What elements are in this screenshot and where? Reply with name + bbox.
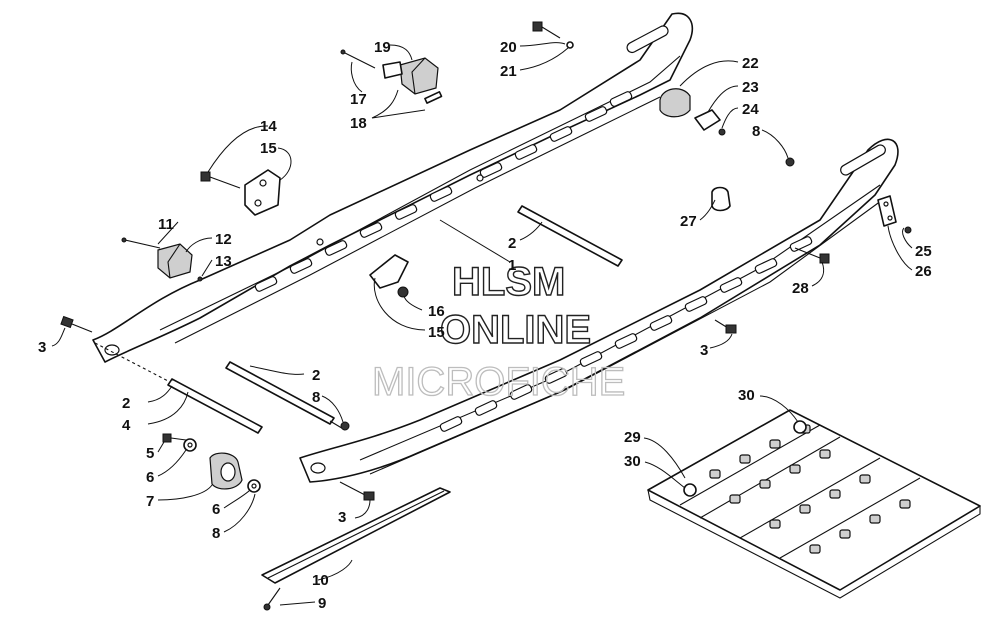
callout-10: 10 <box>312 572 329 589</box>
bolt-5 <box>162 433 187 443</box>
wear-strip-10 <box>261 487 451 584</box>
callout-17: 17 <box>350 91 367 108</box>
pin-17 <box>340 49 376 69</box>
callout-16: 16 <box>428 303 445 320</box>
washer-21 <box>566 41 574 49</box>
callout-4: 4 <box>122 417 131 434</box>
callout-1: 1 <box>508 257 516 274</box>
watermark-line2: ONLINE <box>440 308 591 352</box>
callout-6-b: 6 <box>212 501 220 518</box>
shaft-2-upper <box>517 205 623 267</box>
screw-25 <box>904 226 912 234</box>
bolt-3-left <box>60 315 93 333</box>
callout-13: 13 <box>215 253 232 270</box>
callout-12: 12 <box>215 231 232 248</box>
bracket-15-upper <box>244 169 281 216</box>
callout-29: 29 <box>624 429 641 446</box>
callout-26: 26 <box>915 263 932 280</box>
bolt-3-right <box>714 319 737 334</box>
watermark: HLSM ONLINE MICROFICHE <box>371 259 626 404</box>
washer-13 <box>197 276 203 282</box>
front-slide-rail-right <box>299 138 899 483</box>
callout-18: 18 <box>350 115 367 132</box>
callout-7: 7 <box>146 493 154 510</box>
track-clip-30b <box>793 420 807 434</box>
watermark-line1: HLSM <box>452 260 565 304</box>
bolt-3-lower <box>339 481 375 501</box>
callout-5: 5 <box>146 445 154 462</box>
bolt-28 <box>794 247 830 264</box>
pin-11 <box>121 237 161 249</box>
leader-lines <box>51 42 913 606</box>
callout-15-lower: 15 <box>428 324 445 341</box>
bracket-26 <box>877 195 897 227</box>
nut-8-right <box>785 157 795 167</box>
hardware-parts <box>60 21 912 611</box>
clip-18b <box>424 91 443 104</box>
track-clip-30a <box>683 483 697 497</box>
rear-axle-shafts <box>94 205 623 434</box>
callout-24: 24 <box>742 101 759 118</box>
spacer-23 <box>694 109 721 131</box>
callout-30-left: 30 <box>624 453 641 470</box>
bolt-20 <box>532 21 561 39</box>
callout-21: 21 <box>500 63 517 80</box>
callout-25: 25 <box>915 243 932 260</box>
callout-30-top: 30 <box>738 387 755 404</box>
screw-9 <box>263 587 281 611</box>
callout-3-left: 3 <box>38 339 46 356</box>
wheel-22 <box>659 88 691 118</box>
rear-slide-rail-left <box>92 12 694 363</box>
shaft-2-lower <box>225 361 335 425</box>
bolt-14 <box>200 171 241 189</box>
track-29 <box>647 409 981 599</box>
callout-8-right: 8 <box>752 123 760 140</box>
idler-wheel-7 <box>209 452 243 490</box>
nut-16 <box>397 286 409 298</box>
clip-18 <box>382 61 403 79</box>
callout-20: 20 <box>500 39 517 56</box>
callout-3-lower: 3 <box>338 509 346 526</box>
callout-22: 22 <box>742 55 759 72</box>
callout-19: 19 <box>374 39 391 56</box>
callout-28: 28 <box>792 280 809 297</box>
callout-2-upper: 2 <box>508 235 516 252</box>
block-12 <box>157 243 193 279</box>
callout-23: 23 <box>742 79 759 96</box>
nut-24 <box>718 128 726 136</box>
callout-2-lower: 2 <box>312 367 320 384</box>
spacer-27 <box>711 186 731 212</box>
callout-6-a: 6 <box>146 469 154 486</box>
callout-2-left: 2 <box>122 395 130 412</box>
callout-3-right: 3 <box>700 342 708 359</box>
bumper-19 <box>399 57 439 95</box>
watermark-line3: MICROFICHE <box>372 360 625 404</box>
callout-11: 11 <box>158 216 174 233</box>
callout-27: 27 <box>680 213 697 230</box>
shaft-4 <box>167 378 263 434</box>
bracket-15-lower <box>369 254 409 289</box>
callout-15-upper: 15 <box>260 140 277 157</box>
callout-9: 9 <box>318 595 326 612</box>
callout-8-mid: 8 <box>312 389 320 406</box>
callout-numbers: 19 17 18 20 21 22 23 24 8 14 15 11 12 13… <box>38 39 932 612</box>
nut-8 <box>340 421 350 431</box>
callout-14: 14 <box>260 118 277 135</box>
callout-8-lower: 8 <box>212 525 220 542</box>
